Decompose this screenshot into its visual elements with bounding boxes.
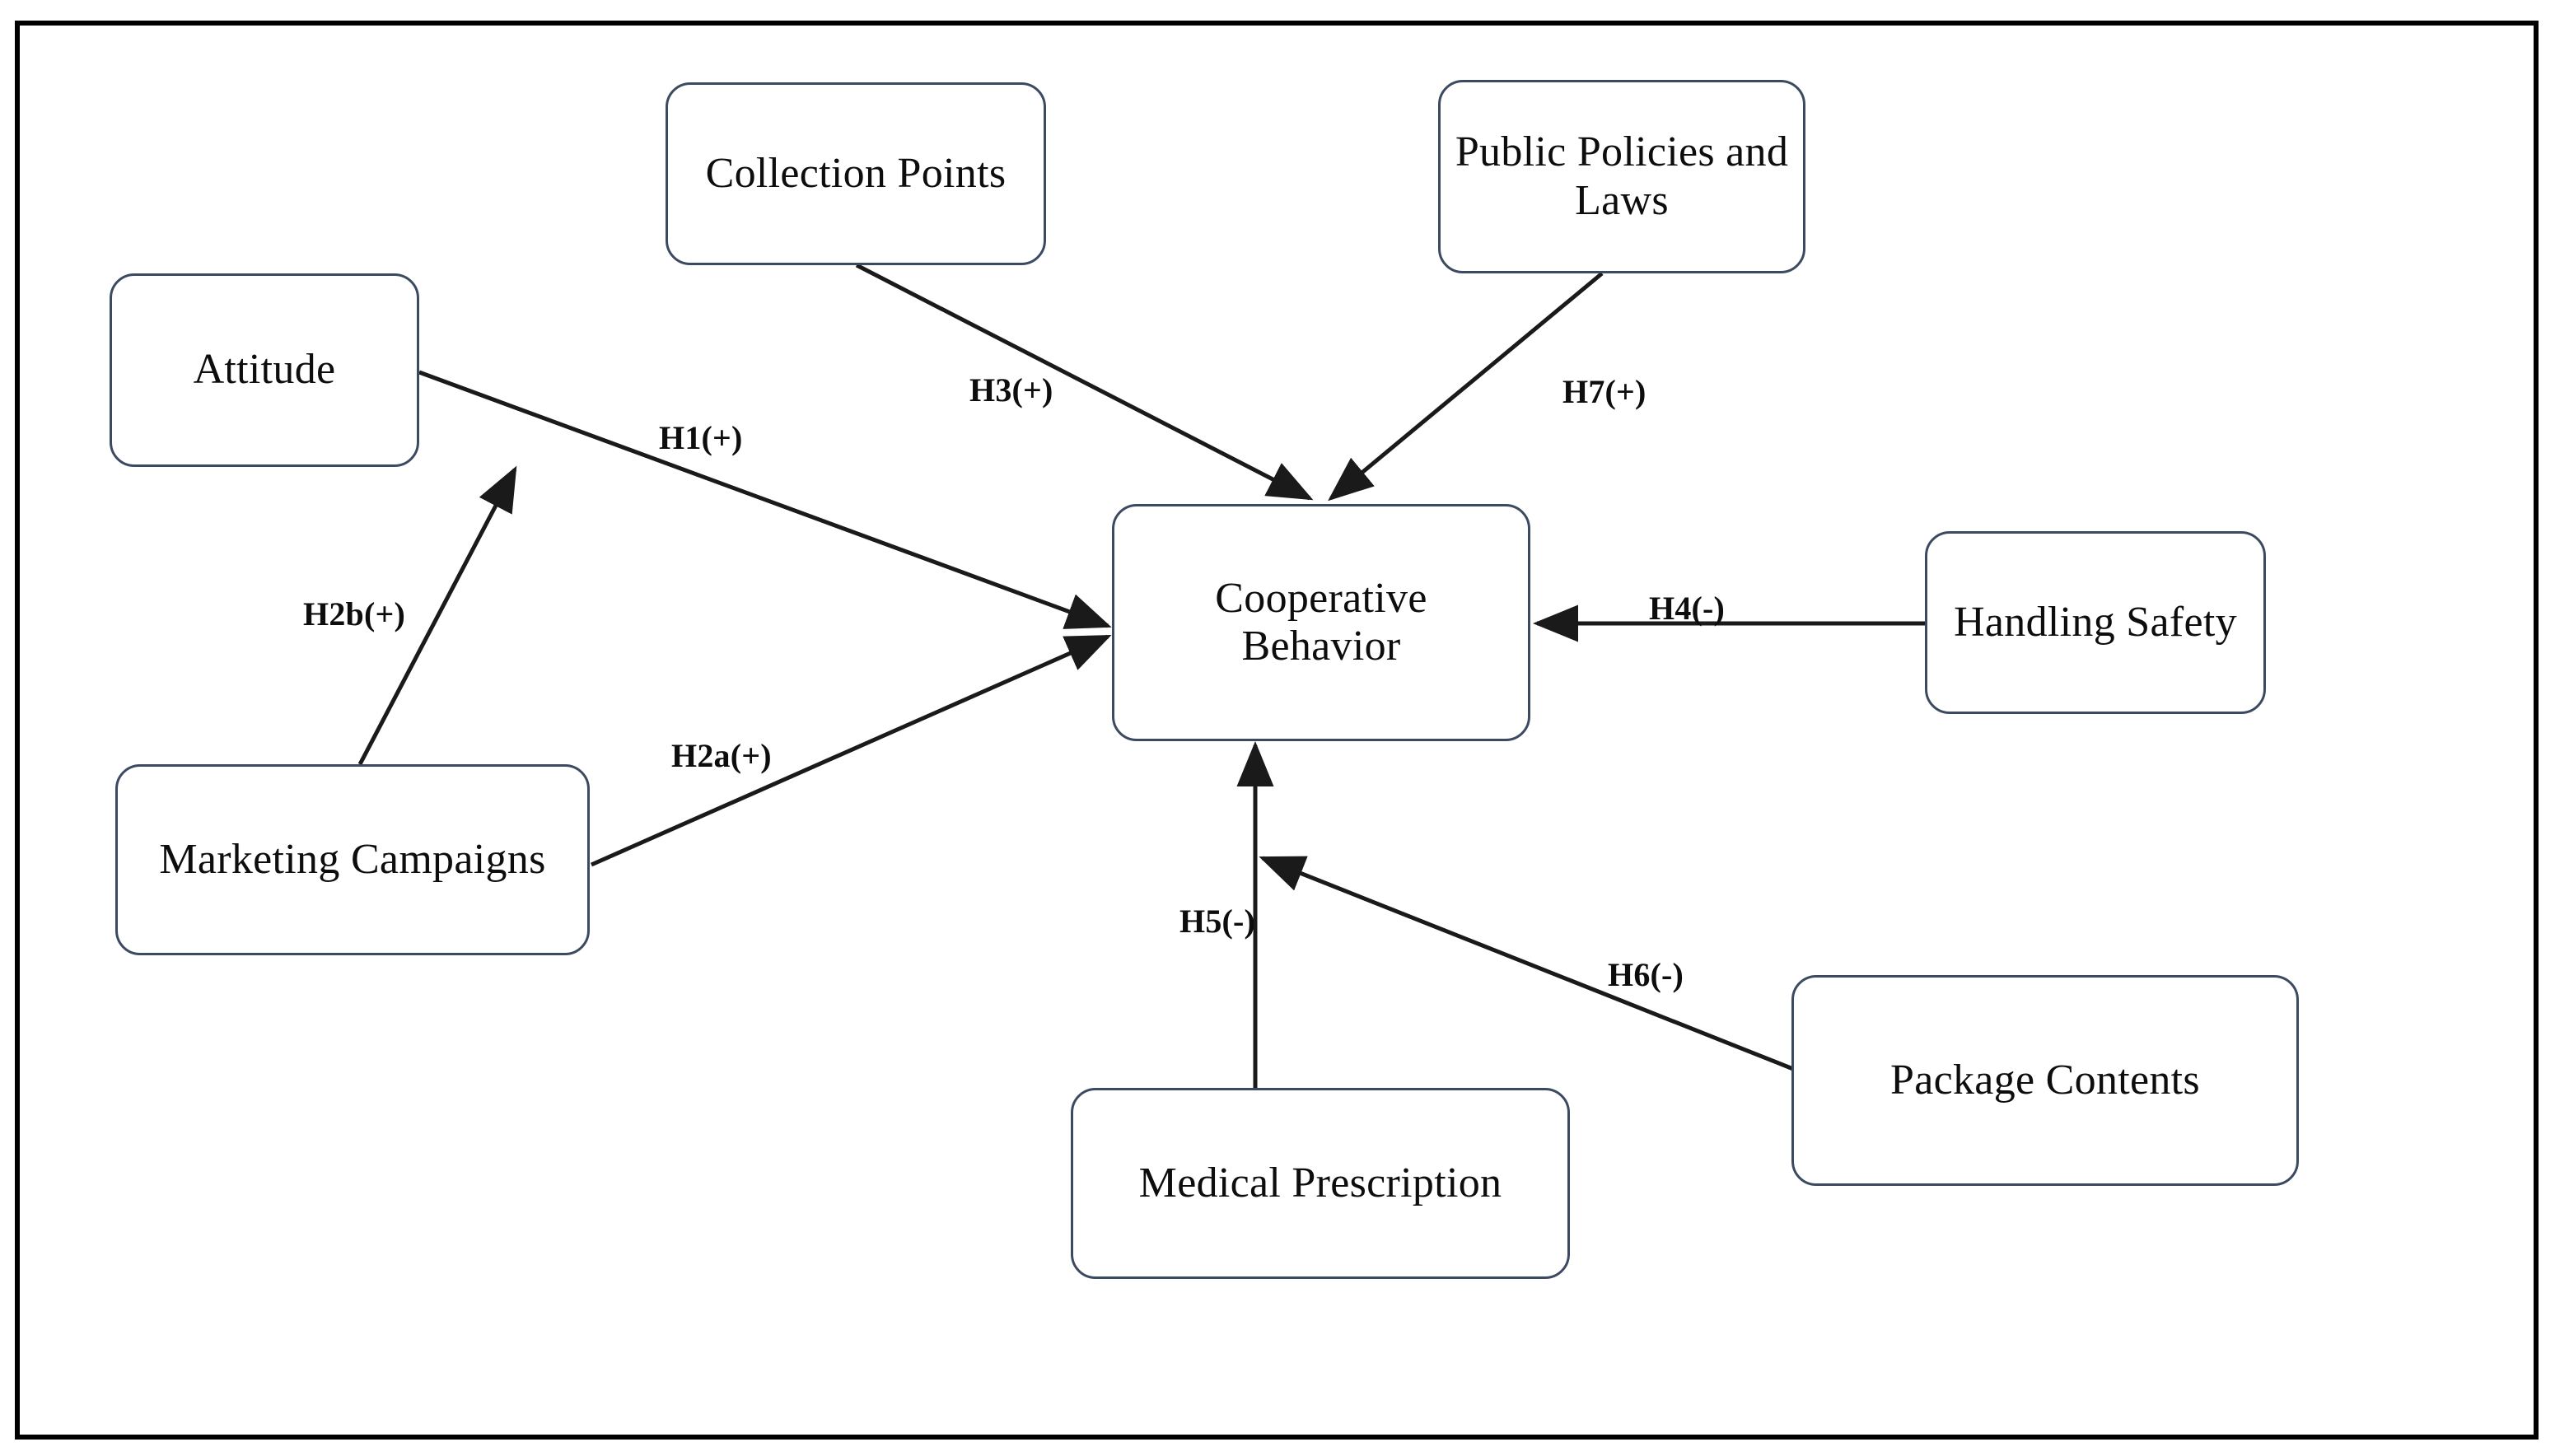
node-handling-safety[interactable]: Handling Safety: [1925, 531, 2266, 714]
node-label-attitude: Attitude: [193, 346, 336, 394]
edge-label-h4: H4(-): [1649, 590, 1726, 627]
edge-h2a-line: [590, 634, 1112, 867]
edge-h1-line: [418, 370, 1112, 629]
node-label-marketing-campaigns: Marketing Campaigns: [159, 835, 546, 883]
node-cooperative-behavior[interactable]: Cooperative Behavior: [1112, 504, 1530, 741]
edge-label-h3: H3(+): [969, 371, 1053, 408]
edge-h6-line: [1259, 856, 1794, 1071]
edge-label-h2a: H2a(+): [671, 737, 772, 774]
edge-label-h1: H1(+): [659, 419, 743, 456]
node-medical-prescription[interactable]: Medical Prescription: [1071, 1088, 1570, 1279]
node-label-public-policies-and-laws: Public Policies and Laws: [1455, 128, 1789, 224]
edge-label-h7: H7(+): [1562, 373, 1647, 410]
edge-h3-line: [855, 263, 1314, 501]
edge-h7-line: [1328, 272, 1604, 502]
node-label-package-contents: Package Contents: [1890, 1056, 2200, 1104]
edge-h2b-line: [357, 465, 517, 766]
node-label-cooperative-behavior: Cooperative Behavior: [1215, 574, 1427, 670]
node-collection-points[interactable]: Collection Points: [666, 82, 1046, 265]
node-package-contents[interactable]: Package Contents: [1791, 975, 2299, 1186]
edge-label-h5: H5(-): [1179, 903, 1256, 940]
edge-label-h2b: H2b(+): [303, 595, 405, 632]
node-marketing-campaigns[interactable]: Marketing Campaigns: [115, 764, 590, 955]
node-public-policies-and-laws[interactable]: Public Policies and Laws: [1438, 80, 1805, 273]
node-attitude[interactable]: Attitude: [110, 273, 419, 467]
node-label-collection-points: Collection Points: [705, 149, 1007, 197]
node-label-handling-safety: Handling Safety: [1954, 598, 2237, 646]
edge-label-h6: H6(-): [1608, 956, 1684, 993]
node-label-medical-prescription: Medical Prescription: [1138, 1159, 1502, 1206]
